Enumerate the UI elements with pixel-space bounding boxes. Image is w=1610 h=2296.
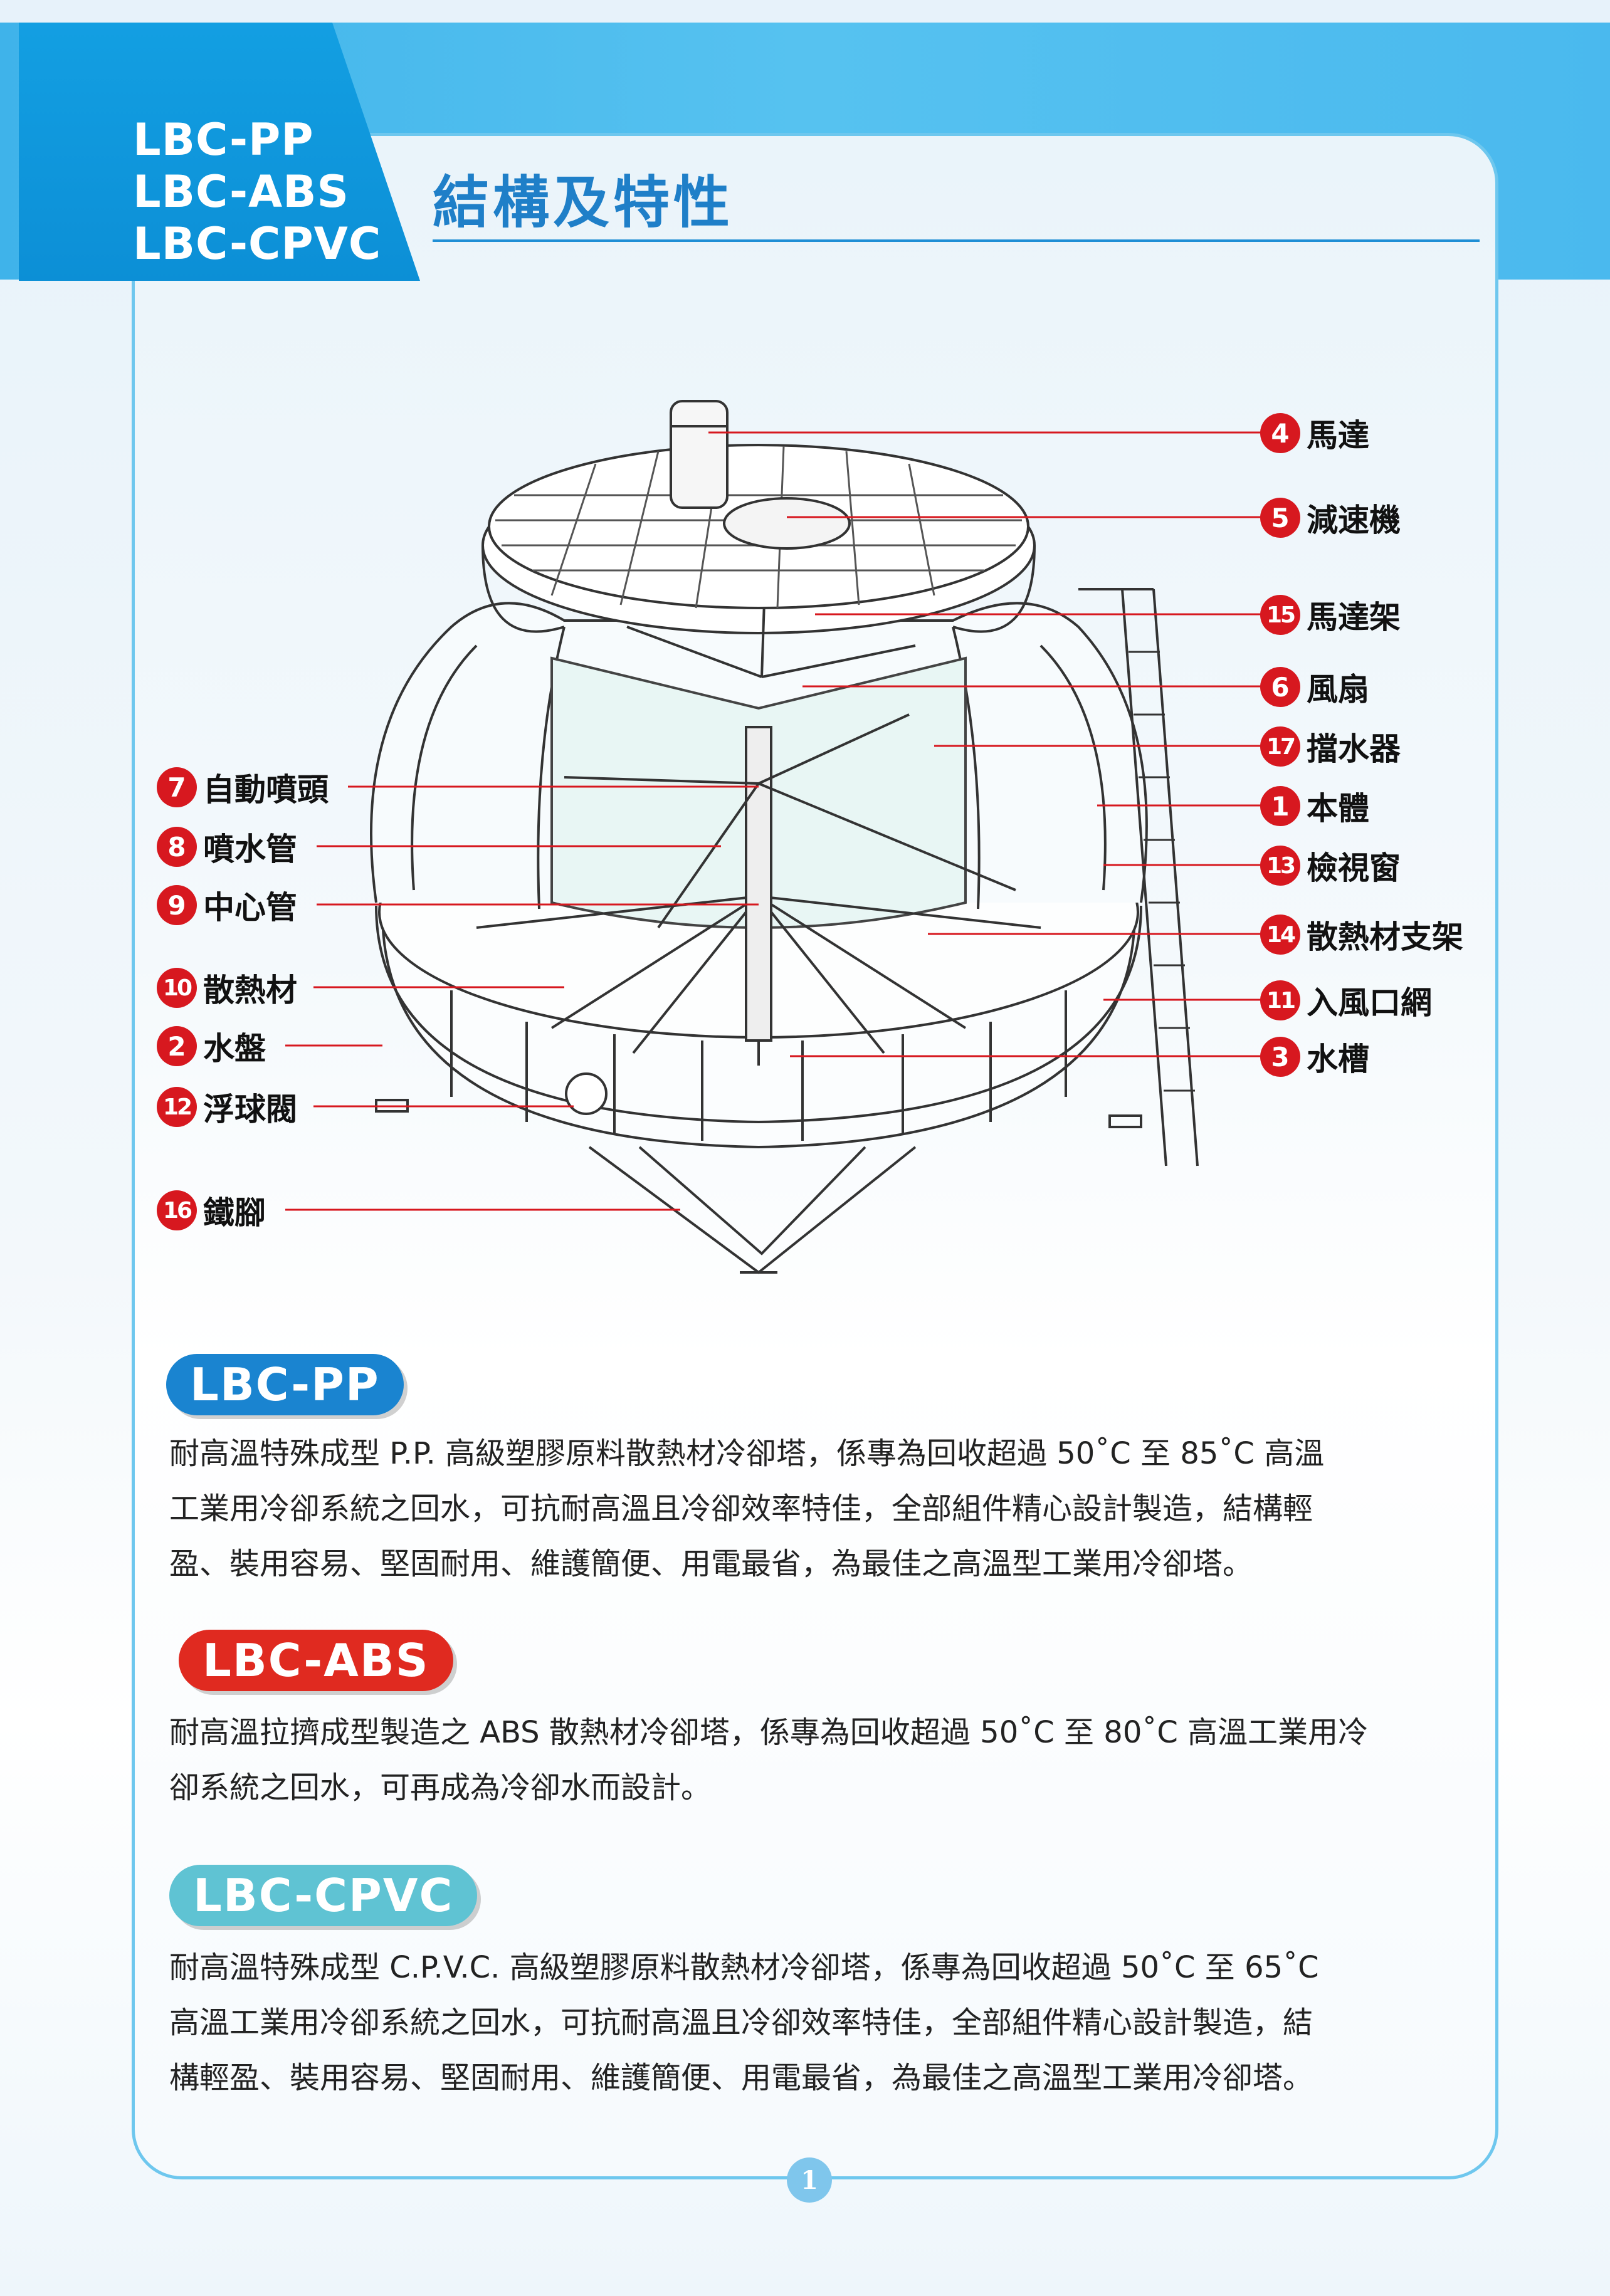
section-pill-abs: LBC-ABS [179, 1630, 453, 1691]
model-name-cpvc: LBC-CPVC [133, 218, 382, 270]
callout-number: 7 [157, 767, 197, 807]
callout-number: 4 [1260, 413, 1300, 453]
callout-label: 減速機 [1307, 502, 1401, 538]
cooling-tower-diagram [285, 400, 1263, 1274]
text-line: 耐高溫拉擠成型製造之 ABS 散熱材冷卻塔，係專為回收超過 50˚C 至 80˚… [169, 1715, 1369, 1750]
title-divider [433, 239, 1480, 242]
callout-label: 風扇 [1307, 671, 1369, 708]
callout-center-pipe: 9 中心管 [157, 883, 297, 928]
text-line: 盈、裝用容易、堅固耐用、維護簡便、用電最省，為最佳之高溫型工業用冷卻塔。 [169, 1546, 1253, 1581]
callout-number: 3 [1260, 1037, 1300, 1077]
callout-label: 入風口網 [1307, 985, 1432, 1021]
callout-auto-nozzle: 7 自動噴頭 [157, 765, 329, 810]
text-line: 工業用冷卻系統之回水，可抗耐高溫且冷卻效率特佳，全部組件精心設計製造，結構輕 [169, 1491, 1313, 1526]
text-line: 耐高溫特殊成型 P.P. 高級塑膠原料散熱材冷卻塔，係專為回收超過 50˚C 至… [169, 1436, 1325, 1471]
callout-inspection-window: 13 檢視窗 [1260, 843, 1401, 888]
text-line: 卻系統之回水，可再成為冷卻水而設計。 [169, 1770, 712, 1805]
callout-label: 水盤 [203, 1030, 266, 1067]
model-name-pp: LBC-PP [133, 114, 314, 165]
callout-label: 噴水管 [203, 831, 297, 868]
callout-label: 馬達架 [1307, 599, 1401, 636]
callout-number: 12 [157, 1087, 197, 1127]
callout-number: 9 [157, 885, 197, 925]
section-pill-cpvc: LBC-CPVC [169, 1865, 478, 1926]
callout-label: 浮球閥 [203, 1091, 297, 1128]
callout-float-valve: 12 浮球閥 [157, 1084, 297, 1130]
callout-spray-pipe: 8 噴水管 [157, 824, 297, 869]
callout-water-tank: 3 水槽 [1260, 1034, 1369, 1079]
callout-number: 6 [1260, 667, 1300, 707]
callout-number: 10 [157, 968, 197, 1008]
callout-number: 16 [157, 1190, 197, 1230]
page-title: 結構及特性 [433, 170, 734, 236]
callout-number: 2 [157, 1026, 197, 1066]
callout-water-pan: 2 水盤 [157, 1024, 266, 1069]
callout-fill-support: 14 散熱材支架 [1260, 912, 1463, 957]
callout-number: 8 [157, 827, 197, 867]
section-text-cpvc: 耐高溫特殊成型 C.P.V.C. 高級塑膠原料散熱材冷卻塔，係專為回收超過 50… [169, 1940, 1461, 2105]
callout-label: 馬達 [1307, 417, 1369, 454]
callout-label: 水槽 [1307, 1041, 1369, 1077]
callout-reducer: 5 減速機 [1260, 495, 1401, 540]
callout-fill: 10 散熱材 [157, 965, 297, 1010]
callout-fan: 6 風扇 [1260, 664, 1369, 710]
callout-air-inlet-net: 11 入風口網 [1260, 978, 1432, 1023]
callout-label: 散熱材 [203, 972, 297, 1009]
callout-number: 5 [1260, 498, 1300, 538]
callout-label: 本體 [1307, 790, 1369, 827]
callout-eliminator: 17 擋水器 [1260, 724, 1401, 769]
callout-number: 15 [1260, 595, 1300, 635]
callout-number: 1 [1260, 786, 1300, 826]
callout-label: 檢視窗 [1307, 850, 1401, 886]
text-line: 構輕盈、裝用容易、堅固耐用、維護簡便、用電最省，為最佳之高溫型工業用冷卻塔。 [169, 2060, 1313, 2095]
callout-motor: 4 馬達 [1260, 411, 1369, 456]
section-text-abs: 耐高溫拉擠成型製造之 ABS 散熱材冷卻塔，係專為回收超過 50˚C 至 80˚… [169, 1705, 1461, 1815]
text-line: 高溫工業用冷卻系統之回水，可抗耐高溫且冷卻效率特佳，全部組件精心設計製造，結 [169, 2005, 1313, 2040]
callout-label: 散熱材支架 [1307, 919, 1463, 955]
callout-number: 11 [1260, 980, 1300, 1020]
callout-number: 14 [1260, 915, 1300, 955]
callout-label: 自動噴頭 [203, 772, 329, 808]
text-line: 耐高溫特殊成型 C.P.V.C. 高級塑膠原料散熱材冷卻塔，係專為回收超過 50… [169, 1950, 1319, 1985]
model-name-abs: LBC-ABS [133, 166, 349, 218]
callout-body: 1 本體 [1260, 784, 1369, 829]
callout-motor-frame: 15 馬達架 [1260, 592, 1401, 637]
callout-label: 中心管 [203, 889, 297, 926]
callout-label: 擋水器 [1307, 731, 1401, 767]
section-text-pp: 耐高溫特殊成型 P.P. 高級塑膠原料散熱材冷卻塔，係專為回收超過 50˚C 至… [169, 1426, 1461, 1591]
callout-iron-legs: 16 鐵腳 [157, 1188, 266, 1233]
page-number: 1 [787, 2157, 832, 2203]
callout-number: 17 [1260, 726, 1300, 767]
section-pill-pp: LBC-PP [166, 1354, 404, 1415]
callout-number: 13 [1260, 846, 1300, 886]
callout-label: 鐵腳 [203, 1195, 266, 1231]
